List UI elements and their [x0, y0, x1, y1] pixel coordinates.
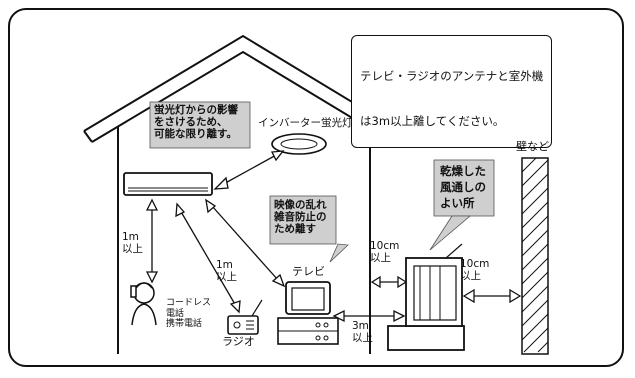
notice-line-2: は3m以上離してください。: [360, 114, 505, 128]
label-distance-10cm-left: 10cm 以上: [370, 240, 400, 264]
label-inverter-lamp: インバーター蛍光灯: [258, 117, 353, 129]
callout-backgrounds: [149, 101, 495, 263]
label-phone: コードレス 電話 携帯電話: [166, 298, 212, 329]
label-distance-3m: 3m 以上: [352, 320, 373, 344]
radio-device: [227, 299, 263, 335]
notice-line-1: テレビ・ラジオのアンテナと室外機: [360, 69, 544, 83]
wall-hatched: [521, 157, 549, 355]
callout-interference: 映像の乱れ 雑音防止の ため離す: [274, 199, 327, 235]
distance-arrows: [145, 150, 522, 323]
inverter-lamp: [271, 133, 327, 155]
label-wall: 壁など: [516, 140, 549, 153]
callout-dry-location: 乾燥した 風通しの よい所: [440, 164, 486, 210]
indoor-unit: [123, 172, 213, 196]
person-with-phone: [130, 282, 157, 326]
label-distance-10cm-right: 10cm 以上: [460, 258, 490, 282]
callout-fluorescent: 蛍光灯からの影響 をさけるため、 可能な限り離す。: [154, 104, 238, 140]
label-distance-1m-mid: 1m 以上: [216, 259, 237, 283]
label-distance-1m-left: 1m 以上: [122, 231, 143, 255]
label-radio: ラジオ: [222, 335, 255, 348]
tv-set: [277, 281, 339, 345]
label-tv: テレビ: [292, 265, 325, 278]
notice-box: テレビ・ラジオのアンテナと室外機 は3m以上離してください。: [351, 35, 553, 148]
outdoor-unit: [387, 243, 465, 351]
